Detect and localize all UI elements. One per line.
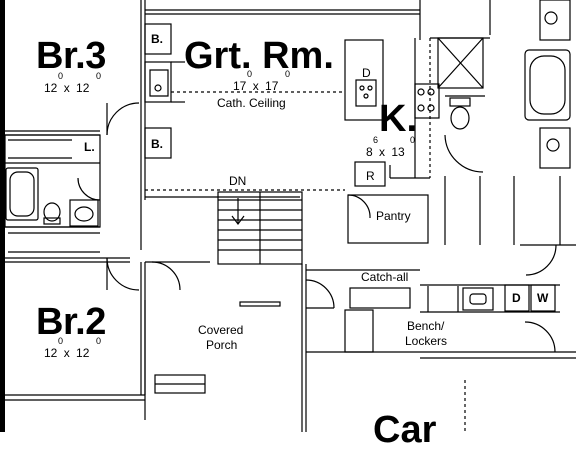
- master-toilet: [450, 106, 470, 130]
- great-room-dim: 17 0 x 17 0: [233, 70, 290, 93]
- br2-sup-h: 0: [96, 336, 102, 346]
- sink: [462, 287, 494, 311]
- br3-label: Br.3: [36, 35, 106, 77]
- catch-all: [349, 287, 411, 309]
- floor-plan: [0, 0, 576, 432]
- porch-label-line1: Covered: [198, 323, 244, 337]
- br3-sup-w: 0: [58, 71, 64, 81]
- br2-dim-h: 12: [76, 346, 90, 360]
- bench-label-line1: Bench/: [407, 319, 445, 333]
- kitchen-label: K.: [379, 98, 417, 140]
- range: [414, 83, 440, 119]
- builtin-b-lower-label: B.: [151, 137, 163, 151]
- toilet: [43, 202, 61, 222]
- great-room-label: Grt. Rm.: [184, 35, 334, 77]
- pantry: [347, 194, 429, 244]
- kit-dim-h: 13: [391, 145, 405, 159]
- kit-sup-w: 6: [373, 135, 379, 145]
- pantry-label: Pantry: [376, 209, 411, 223]
- builtin-b-upper-label: B.: [151, 32, 163, 46]
- master-tub: [524, 49, 571, 121]
- great-room-note: Cath. Ceiling: [217, 96, 286, 110]
- door-swing-br2: [106, 257, 140, 291]
- porch-label-line2: Porch: [206, 338, 238, 352]
- kit-dim-w: 8: [366, 145, 373, 159]
- br3-dim: 12 0 x 12 0: [44, 72, 101, 95]
- br3-dim-x: x: [63, 81, 70, 95]
- grt-sup-w: 0: [247, 69, 253, 79]
- kit-dim-x: x: [379, 145, 386, 159]
- grt-dim-x: x: [252, 79, 259, 93]
- br3-sup-h: 0: [96, 71, 102, 81]
- dryer-label: D: [512, 291, 521, 305]
- closet-rods-right: [427, 176, 561, 312]
- refrigerator: [354, 161, 386, 187]
- catch-all-label: Catch-all: [361, 270, 409, 284]
- fireplace: [144, 61, 172, 103]
- kitchen-island: [344, 39, 384, 121]
- br3-dim-h: 12: [76, 81, 90, 95]
- island-d-label: D: [362, 66, 371, 80]
- builtin-b-upper: [144, 23, 172, 55]
- br2-dim-w: 12: [44, 346, 58, 360]
- br2-label: Br.2: [36, 301, 106, 343]
- garage-label: Car: [373, 409, 437, 451]
- grt-dim-h: 17: [265, 79, 279, 93]
- grt-sup-h: 0: [285, 69, 291, 79]
- closet-rods-upper: [8, 139, 72, 159]
- bathtub: [5, 167, 39, 221]
- closet-rods-lower: [8, 232, 100, 253]
- br2-dim: 12 0 x 12 0: [44, 337, 101, 360]
- fridge-r-label: R: [366, 169, 375, 183]
- vanity: [69, 199, 99, 227]
- bench-label-line2: Lockers: [405, 334, 448, 348]
- grt-dim-w: 17: [233, 79, 247, 93]
- kit-sup-h: 0: [410, 135, 416, 145]
- washer-label: W: [537, 291, 549, 305]
- kitchen-dim: 8 6 x 13 0: [366, 136, 415, 159]
- builtin-b-lower: [144, 127, 172, 159]
- left-exterior-wall: [0, 0, 5, 432]
- linen-label: L.: [84, 140, 95, 154]
- stairs-dn-label: DN: [229, 174, 247, 188]
- bench-lockers: [344, 309, 374, 353]
- stairs: [217, 191, 303, 265]
- door-swing-br3: [106, 102, 140, 136]
- br2-dim-x: x: [63, 346, 70, 360]
- br2-sup-w: 0: [58, 336, 64, 346]
- br3-dim-w: 12: [44, 81, 58, 95]
